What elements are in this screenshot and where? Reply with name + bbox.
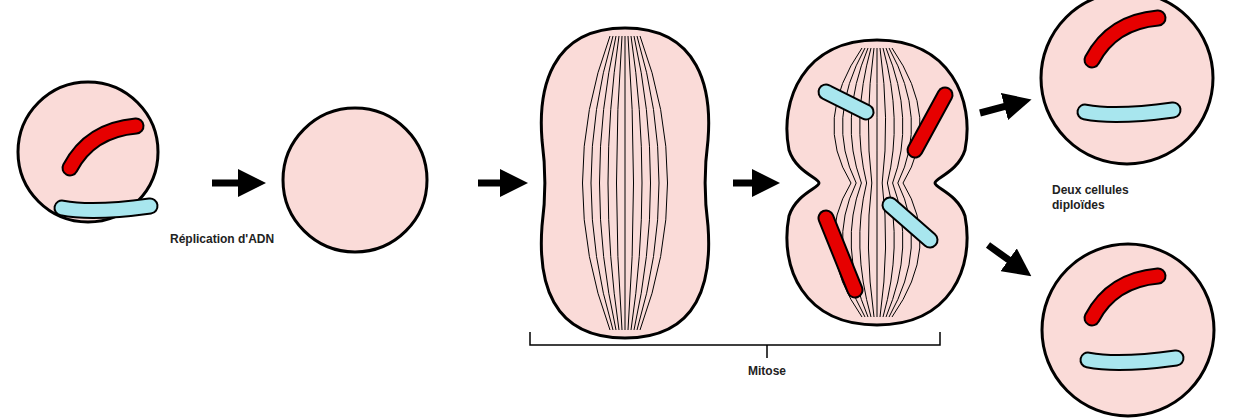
spindle-fiber: [591, 36, 613, 330]
chromosome-outline: [1092, 18, 1158, 60]
chromosome-outline: [890, 205, 930, 240]
spindle-fiber: [640, 36, 668, 330]
chromosome-outline: [826, 218, 855, 290]
chromosome-outline: [1088, 358, 1176, 363]
spindle-fiber: [628, 36, 634, 330]
chromosome-outline: [1085, 110, 1173, 115]
spindle-fiber: [877, 183, 878, 317]
caption-label: Mitose: [727, 364, 807, 379]
chromosome: [890, 205, 930, 240]
chromosome-outline: [826, 92, 866, 112]
spindle-fiber: [583, 36, 611, 330]
caption-label: Réplication d'ADN: [170, 232, 310, 247]
caption-label: Deux cellules diploïdes: [1052, 183, 1152, 213]
chromosome: [1092, 276, 1158, 318]
spindle-fiber: [637, 36, 659, 330]
spindle-fiber: [625, 36, 626, 330]
chromosome-outline: [915, 95, 945, 150]
cell-anaphase: [787, 40, 967, 325]
chromosome: [1085, 110, 1173, 115]
bracket: [530, 332, 940, 358]
chromosome: [1088, 358, 1176, 363]
chromosome: [915, 95, 945, 150]
cell: [283, 108, 427, 252]
spindle-fiber: [608, 36, 619, 330]
daughter-cell: [1042, 244, 1214, 416]
chromosome: [70, 126, 136, 168]
spindle-fiber: [617, 36, 623, 330]
chromosome-outline: [70, 126, 136, 168]
chromosome: [826, 92, 866, 112]
spindle-fiber: [886, 48, 903, 183]
spindle-fiber: [880, 48, 886, 183]
spindle-fiber: [877, 48, 878, 183]
process-arrow: [212, 103, 1020, 268]
chromosome: [1092, 18, 1158, 60]
spindle-fiber: [892, 48, 920, 183]
cell: [18, 82, 158, 222]
spindle-fiber: [883, 48, 894, 183]
spindle-fiber: [868, 183, 874, 317]
spindle-fiber: [631, 36, 642, 330]
cell-metaphase: [541, 28, 708, 338]
chromosome: [62, 206, 150, 211]
chromosome-outline: [62, 206, 150, 211]
chromosome-outline: [1092, 276, 1158, 318]
chromosome: [826, 218, 855, 290]
spindle-fiber: [889, 48, 911, 183]
daughter-cell: [1041, 0, 1213, 164]
